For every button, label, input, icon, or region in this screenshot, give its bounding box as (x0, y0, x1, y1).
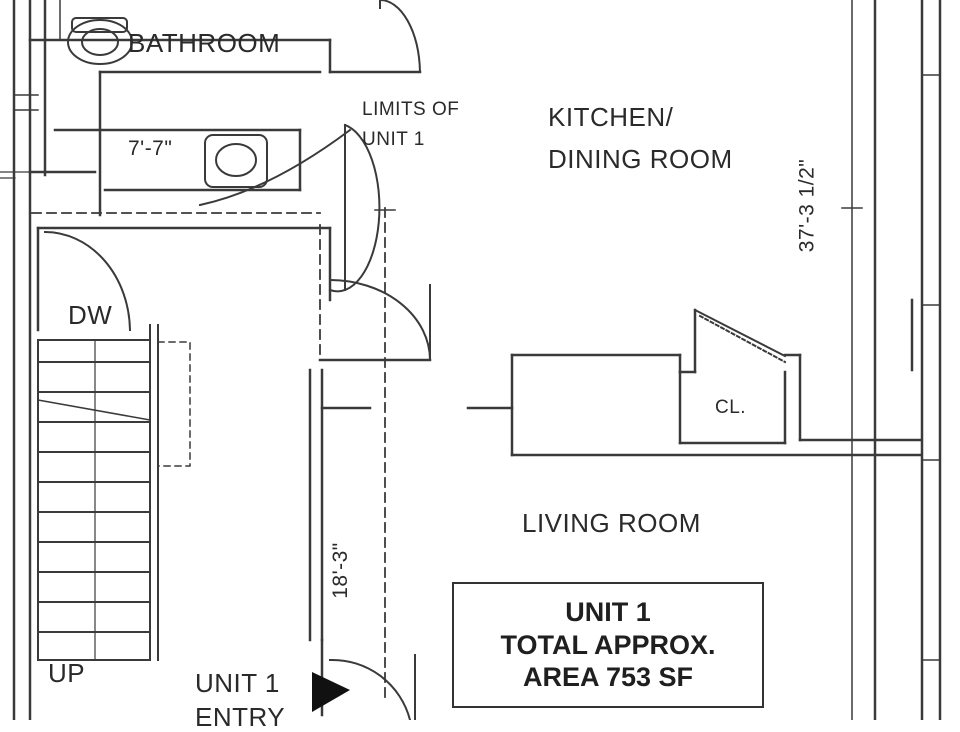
area-box-line3: AREA 753 SF (522, 662, 694, 693)
closet-bifold-door (693, 308, 787, 364)
living-width-dimension: 18'-3" (328, 542, 352, 599)
bathroom-walls (14, 0, 422, 217)
stair-up-label: UP (48, 658, 86, 688)
kitchen-label-line2: DINING ROOM (548, 144, 733, 174)
toilet-fixture (67, 17, 133, 65)
dishwasher-door (43, 230, 132, 332)
reference-lines (0, 171, 31, 179)
kitchen-label-line1: KITCHEN/ (548, 102, 674, 132)
bath-width-dimension: 7'-7" (128, 137, 173, 160)
closet-label: CL. (715, 397, 747, 418)
entry-door (328, 654, 416, 720)
right-exterior-wall (873, 0, 942, 720)
left-exterior-wall (12, 0, 32, 720)
entry-label-line1: UNIT 1 (195, 668, 280, 698)
bathroom-door (378, 0, 422, 74)
entry-arrow-icon (312, 672, 350, 712)
sink-fixture (204, 134, 268, 188)
unit-limit-line (31, 207, 386, 701)
living-room-label: LIVING ROOM (522, 508, 701, 538)
staircase (37, 324, 191, 661)
bathroom-label: BATHROOM (128, 28, 281, 58)
living-door-swing (328, 278, 432, 362)
limits-label-line1: LIMITS OF (362, 99, 460, 120)
limits-label-line2: UNIT 1 (362, 129, 425, 150)
unit-area-box: UNIT 1 TOTAL APPROX. AREA 753 SF (452, 582, 764, 708)
entry-label-line2: ENTRY (195, 702, 286, 732)
area-box-line1: UNIT 1 (565, 597, 651, 628)
hall-door-upper (198, 123, 381, 293)
hall-partition (36, 226, 432, 362)
dishwasher-label: DW (68, 300, 113, 330)
depth-dimension-line (374, 0, 863, 720)
overall-depth-dimension: 37'-3 1/2" (795, 158, 819, 253)
area-box-line2: TOTAL APPROX. (500, 629, 716, 660)
